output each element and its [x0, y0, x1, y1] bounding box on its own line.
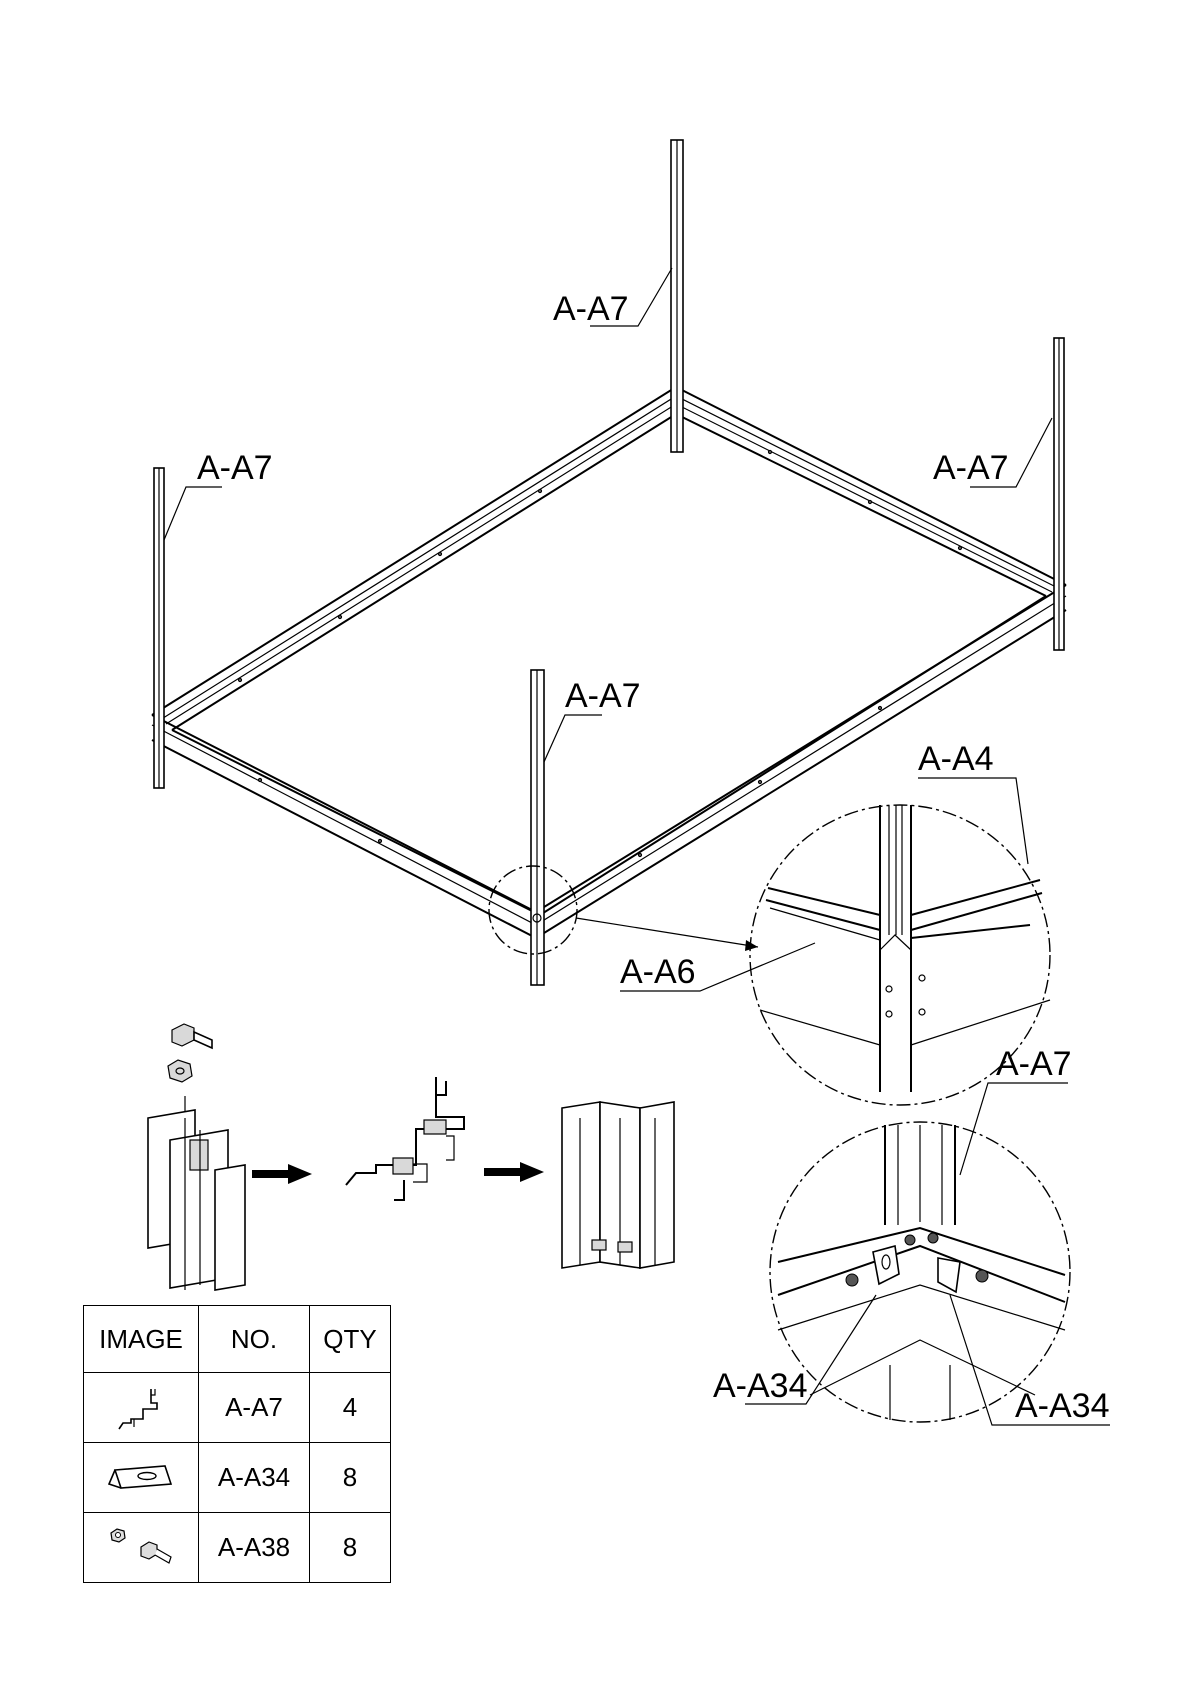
parts-table: IMAGE NO. QTY A-A7 4 A-A34 8 — [83, 1305, 391, 1583]
post-back — [671, 140, 683, 452]
callout-post-back: A-A7 — [553, 268, 672, 328]
svg-text:A-A34: A-A34 — [1015, 1387, 1110, 1425]
svg-text:A-A7: A-A7 — [197, 449, 273, 487]
part-image-cell — [84, 1513, 199, 1583]
callout-detail-top-a6: A-A6 — [620, 943, 815, 991]
svg-text:A-A7: A-A7 — [933, 449, 1009, 487]
table-row: A-A38 8 — [84, 1513, 391, 1583]
nut-icon — [168, 1060, 192, 1082]
part-number: A-A7 — [199, 1373, 310, 1443]
part-qty: 4 — [310, 1373, 391, 1443]
profile-cross-section — [346, 1077, 464, 1200]
callout-detail-top-a4: A-A4 — [918, 740, 1028, 864]
detail-bottom — [770, 1122, 1070, 1422]
post-left — [154, 468, 164, 788]
svg-text:A-A6: A-A6 — [620, 953, 696, 991]
bolt-icon — [172, 1024, 212, 1048]
arrow-right-icon — [484, 1162, 544, 1182]
callout-post-front: A-A7 — [544, 677, 641, 762]
header-no: NO. — [199, 1306, 310, 1373]
callout-detail-bottom-a34-left: A-A34 — [713, 1295, 876, 1405]
corner-post-profile-icon — [106, 1383, 176, 1433]
part-image-cell — [84, 1373, 199, 1443]
post-front — [531, 670, 544, 985]
part-image-cell — [84, 1443, 199, 1513]
callout-post-right: A-A7 — [933, 418, 1052, 487]
part-number: A-A38 — [199, 1513, 310, 1583]
post-profile-step-1 — [148, 1110, 245, 1290]
post-profile-assembled — [562, 1102, 674, 1268]
table-header-row: IMAGE NO. QTY — [84, 1306, 391, 1373]
callout-post-left: A-A7 — [164, 449, 273, 540]
header-image: IMAGE — [84, 1306, 199, 1373]
svg-text:A-A7: A-A7 — [565, 677, 641, 715]
table-row: A-A34 8 — [84, 1443, 391, 1513]
arrow-right-icon — [252, 1164, 312, 1184]
part-qty: 8 — [310, 1513, 391, 1583]
callout-detail-bottom-a7: A-A7 — [960, 1045, 1072, 1175]
part-qty: 8 — [310, 1443, 391, 1513]
svg-text:A-A7: A-A7 — [553, 290, 629, 328]
post-right — [1054, 338, 1064, 650]
bracket-plate-icon — [101, 1456, 181, 1500]
callout-detail-bottom-a34-right: A-A34 — [950, 1295, 1110, 1425]
header-qty: QTY — [310, 1306, 391, 1373]
svg-text:A-A7: A-A7 — [996, 1045, 1072, 1083]
table-row: A-A7 4 — [84, 1373, 391, 1443]
base-frame — [152, 387, 1066, 938]
nut-and-bolt-icon — [101, 1523, 181, 1573]
part-number: A-A34 — [199, 1443, 310, 1513]
svg-text:A-A4: A-A4 — [918, 740, 994, 778]
svg-text:A-A34: A-A34 — [713, 1367, 808, 1405]
